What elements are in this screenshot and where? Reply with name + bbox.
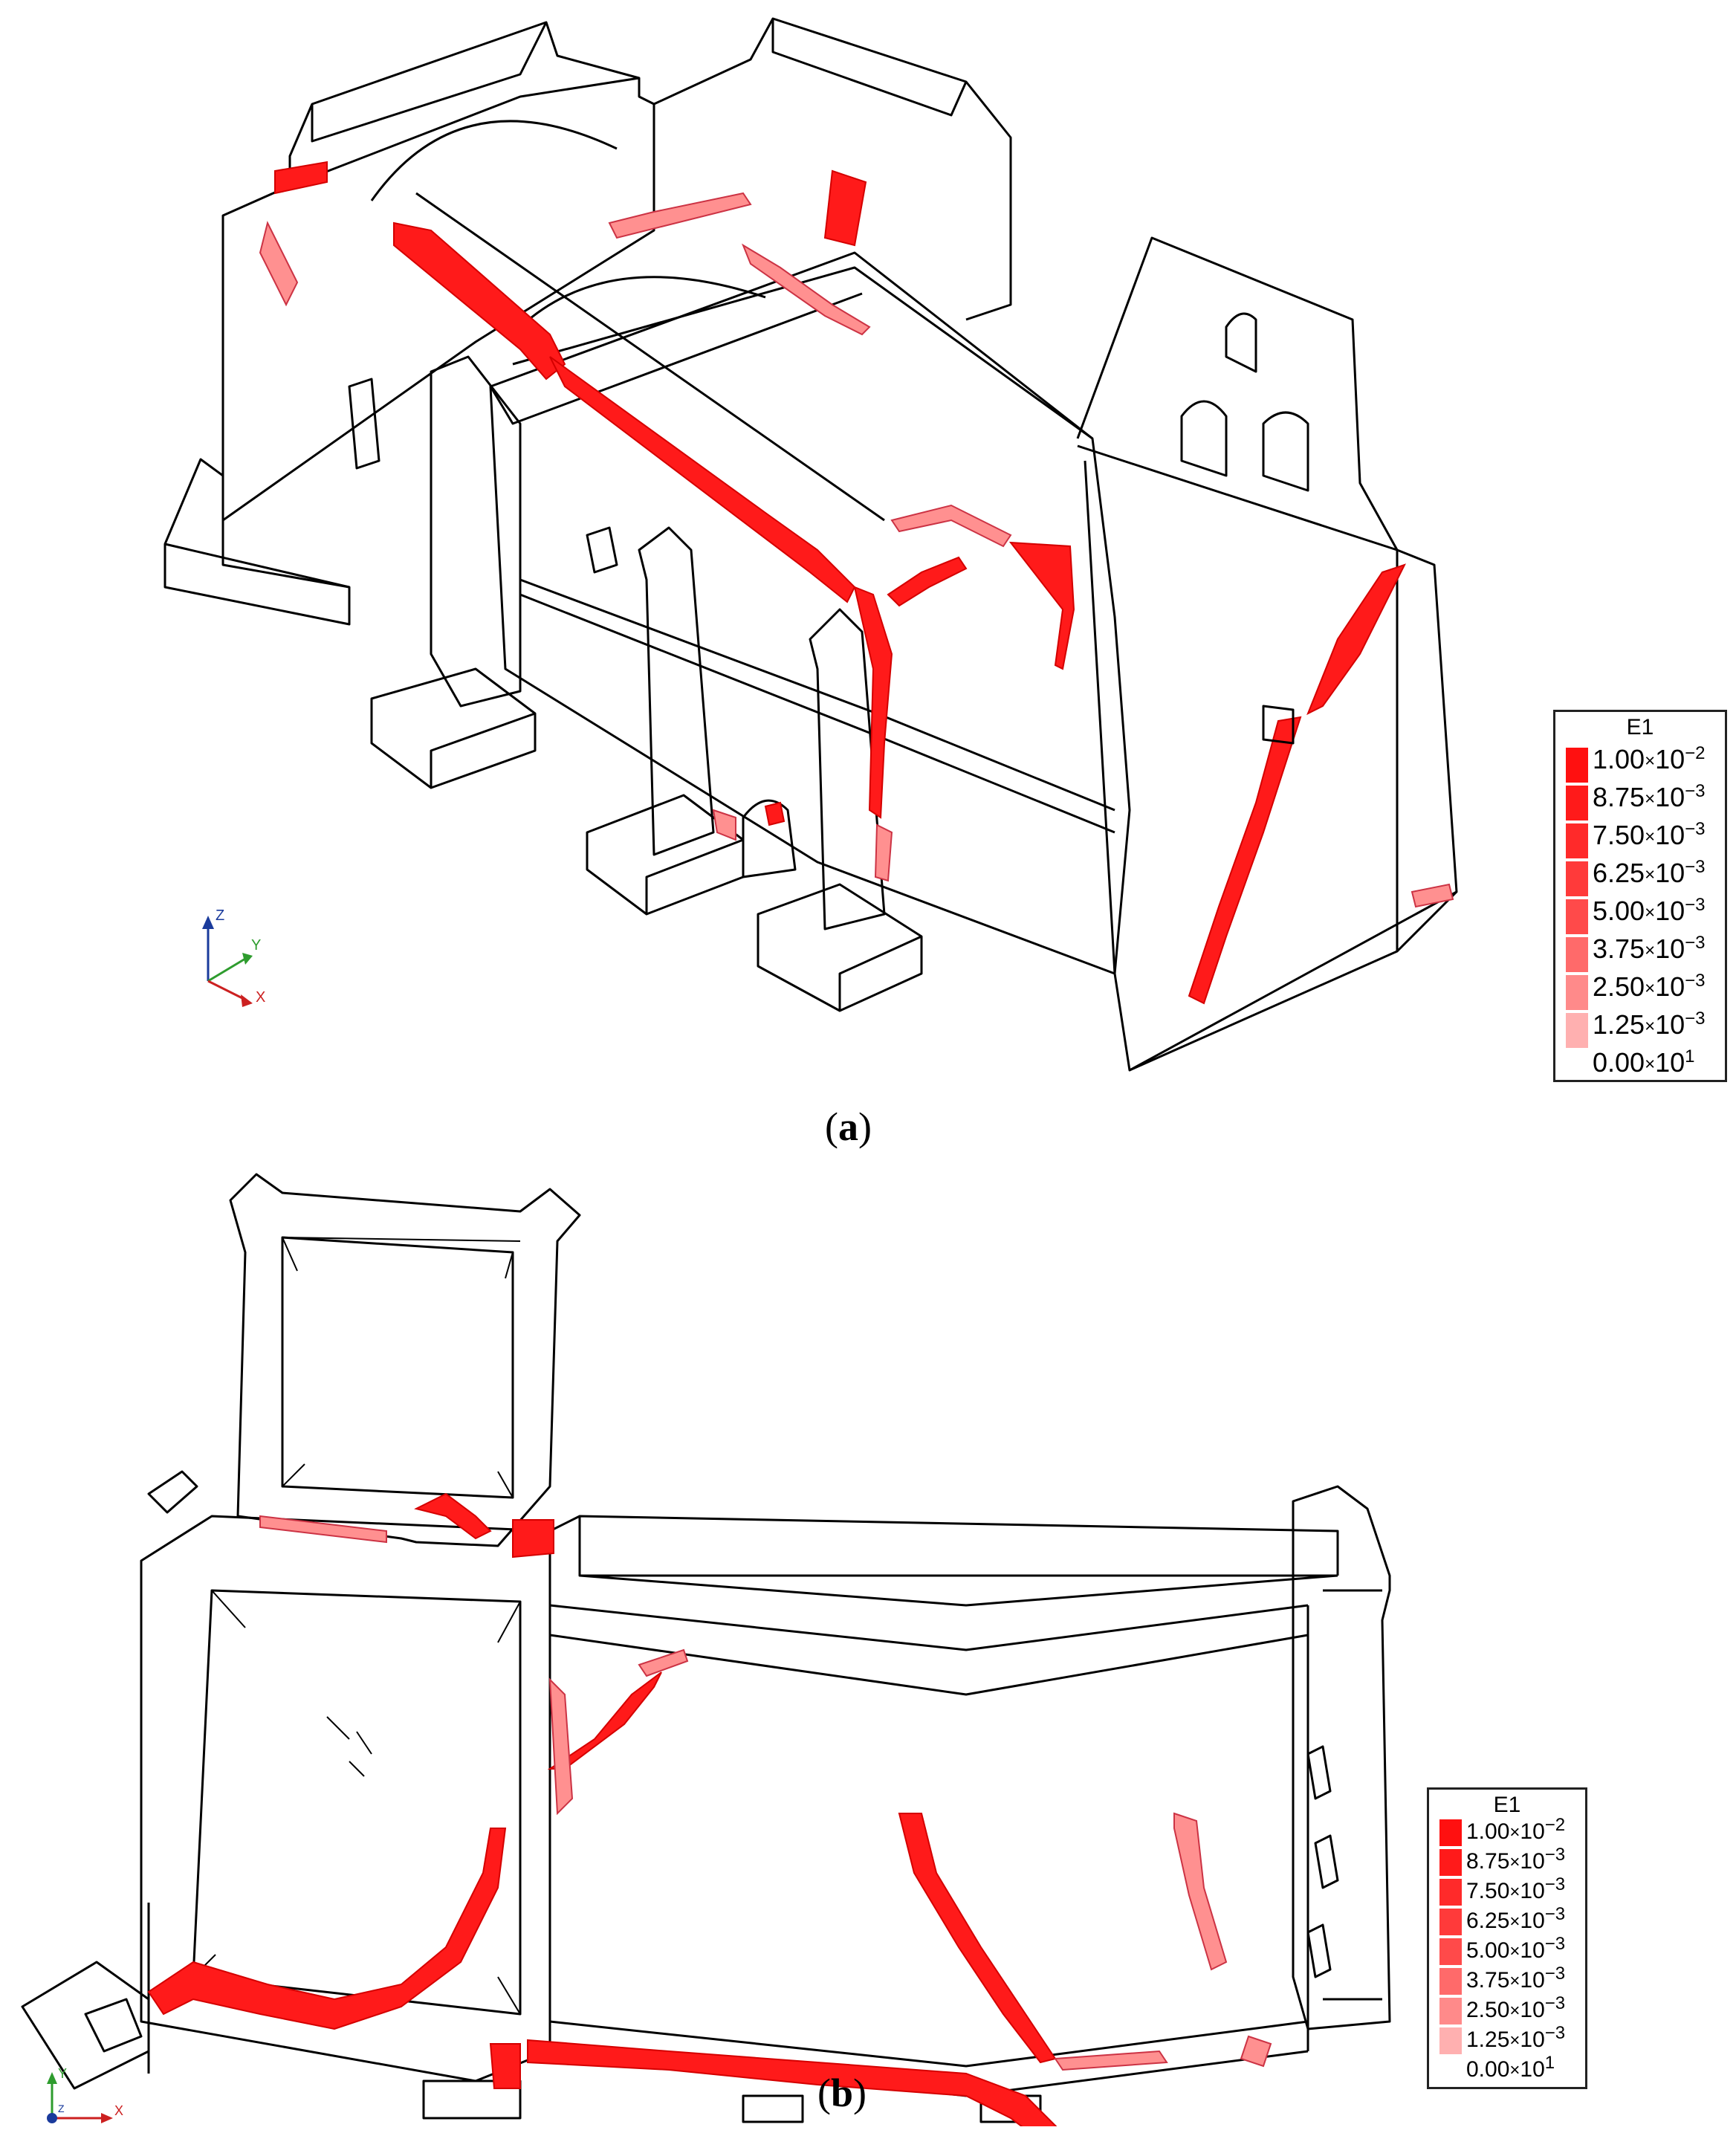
axis-label-z: Z (216, 907, 224, 924)
legend-entry: 6.25×10−3 (1466, 1904, 1566, 1933)
axis-label-z: Z (58, 2103, 65, 2114)
legend-swatch (1566, 937, 1588, 972)
legend-entry: 6.25×10−3 (1593, 857, 1706, 888)
axis-label-y: Y (251, 937, 261, 954)
legend-entry: 2.50×10−3 (1593, 971, 1706, 1002)
legend-entry: 0.00×101 (1466, 2053, 1555, 2082)
legend-swatch (1566, 899, 1588, 934)
axis-label-y: Y (58, 2066, 67, 2081)
legend-swatch (1566, 786, 1588, 820)
church-plan-view (21, 1173, 1391, 2126)
legend-entry: 5.00×10−3 (1593, 895, 1706, 926)
legend-swatch (1566, 1013, 1588, 1048)
church-3d-model (163, 17, 1458, 1072)
legend-swatch (1566, 823, 1588, 858)
legend-e1-a: E1 1.00×10−2 8.75×10−3 7.50×10−3 6.25×10−3 5… (1553, 710, 1727, 1082)
legend-swatch (1439, 1909, 1462, 1935)
legend-entry: 7.50×10−3 (1466, 1874, 1566, 1903)
axis-triad-b: Y X Z (47, 2066, 123, 2123)
legend-swatch (1439, 2027, 1462, 2054)
legend-swatch (1439, 1998, 1462, 2024)
legend-swatch (1439, 1968, 1462, 1995)
legend-swatch (1439, 1879, 1462, 1906)
legend-entry: 1.00×10−2 (1466, 1815, 1566, 1844)
legend-entry: 1.00×10−2 (1593, 743, 1706, 774)
legend-title: E1 (1626, 715, 1654, 739)
legend-title: E1 (1493, 1793, 1521, 1817)
legend-entry: 1.25×10−3 (1593, 1009, 1706, 1040)
axis-triad-a: Z Y X (202, 907, 265, 1007)
legend-entry: 8.75×10−3 (1466, 1845, 1566, 1874)
caption-b: (b) (817, 2071, 867, 2115)
legend-entry: 3.75×10−3 (1466, 1964, 1566, 1993)
panel-a: Z Y X E1 1.00×10−2 8.75×10−3 7.50×10−3 6.25… (163, 17, 1727, 1149)
axis-label-x: X (114, 2103, 123, 2118)
legend-swatch (1439, 1938, 1462, 1965)
legend-entry: 2.50×10−3 (1466, 1993, 1566, 2022)
legend-swatch (1566, 748, 1588, 783)
legend-swatch (1566, 861, 1588, 896)
axis-label-x: X (256, 989, 265, 1006)
caption-a: (a) (825, 1104, 872, 1149)
legend-entry: 7.50×10−3 (1593, 819, 1706, 850)
legend-entry: 1.25×10−3 (1466, 2023, 1566, 2052)
legend-entry: 0.00×101 (1593, 1046, 1695, 1078)
legend-entry: 8.75×10−3 (1593, 781, 1706, 812)
legend-entry: 5.00×10−3 (1466, 1934, 1566, 1963)
legend-swatch (1439, 1819, 1462, 1846)
legend-swatch (1566, 975, 1588, 1010)
legend-entry: 3.75×10−3 (1593, 933, 1706, 964)
legend-swatch (1439, 1849, 1462, 1876)
